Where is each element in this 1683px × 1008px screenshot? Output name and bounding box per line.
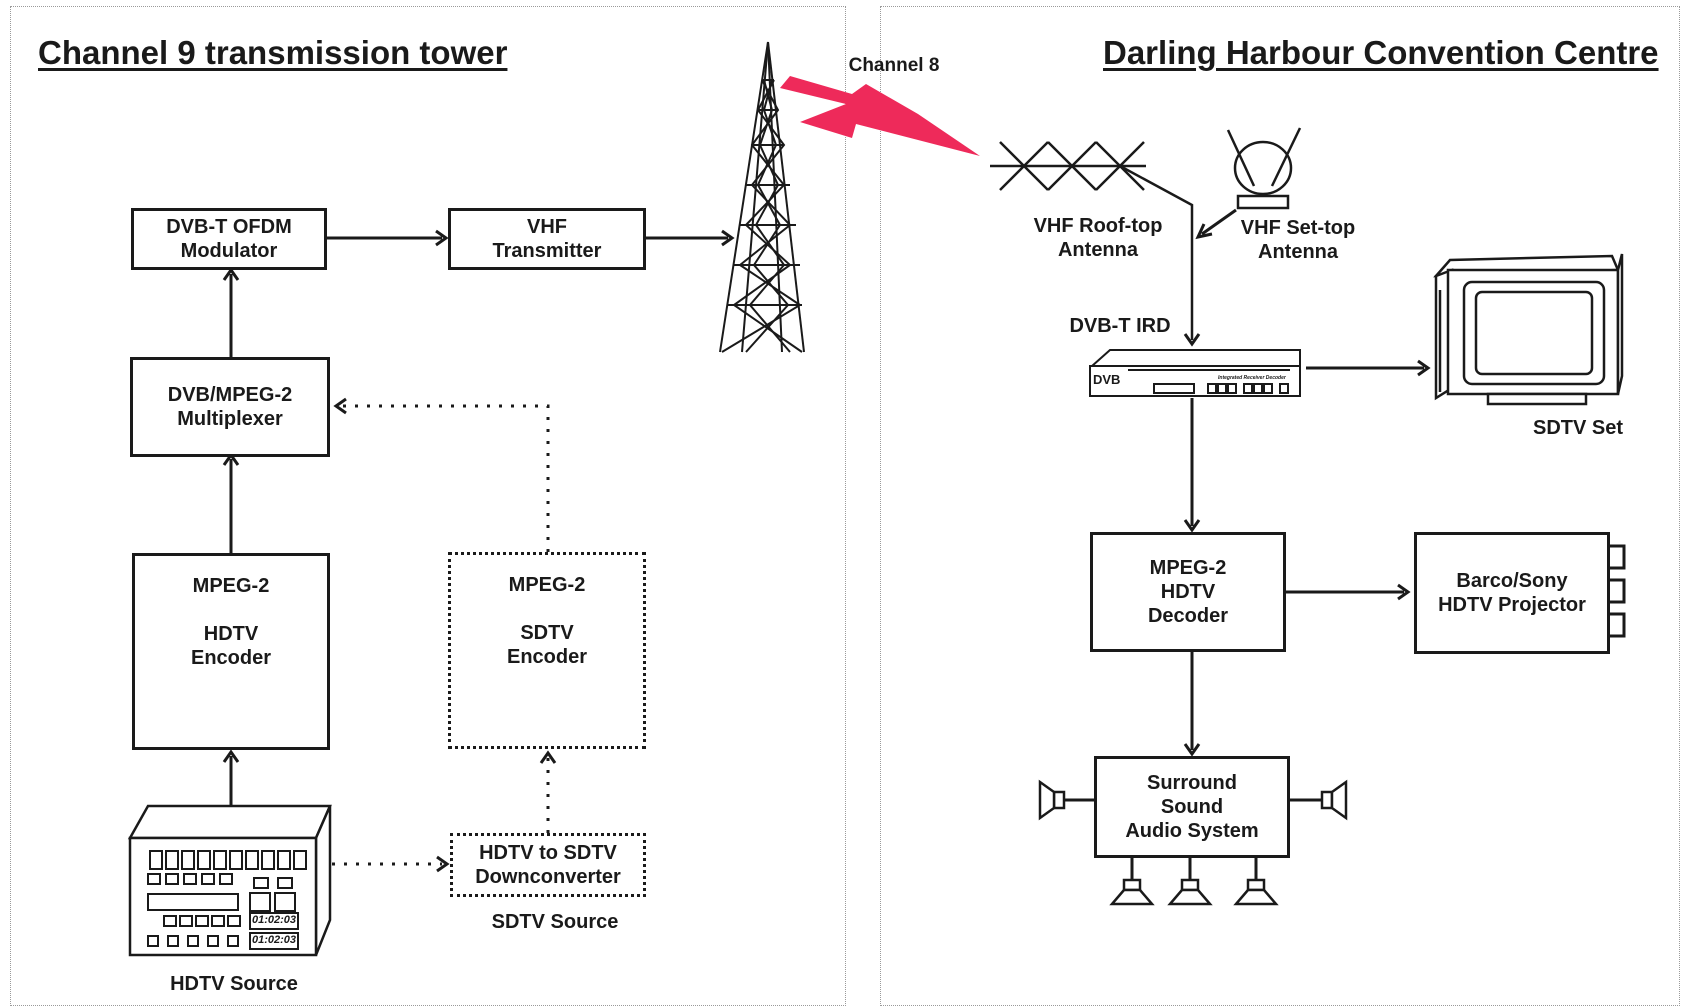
- settop-antenna-label: VHF Set-top Antenna: [1240, 217, 1356, 263]
- hdtv-decoder-box: MPEG-2 HDTV Decoder: [1090, 532, 1286, 652]
- right-panel-title: Darling Harbour Convention Centre: [1103, 34, 1659, 71]
- hdtv-encoder-box: MPEG-2 HDTV Encoder: [132, 553, 330, 750]
- hdtv-source-label: HDTV Source: [170, 973, 298, 995]
- left-panel: [10, 6, 846, 1006]
- downconverter-box: HDTV to SDTV Downconverter: [450, 833, 646, 897]
- channel-label: Channel 8: [848, 55, 940, 76]
- right-panel: [880, 6, 1680, 1006]
- surround-sound-box: Surround Sound Audio System: [1094, 756, 1290, 858]
- sdtv-encoder-box: MPEG-2 SDTV Encoder: [448, 552, 646, 749]
- sdtv-set-label: SDTV Set: [1532, 417, 1624, 439]
- sdtv-source-label: SDTV Source: [491, 911, 619, 933]
- ofdm-modulator-box: DVB-T OFDM Modulator: [131, 208, 327, 270]
- vhf-transmitter-box: VHF Transmitter: [448, 208, 646, 270]
- hdtv-projector-box: Barco/Sony HDTV Projector: [1414, 532, 1610, 654]
- rooftop-antenna-label: VHF Roof-top Antenna: [1033, 215, 1163, 261]
- vtr-timecode-2: 01:02:03: [251, 934, 297, 946]
- vtr-timecode-1: 01:02:03: [251, 914, 297, 926]
- left-panel-title: Channel 9 transmission tower: [38, 34, 508, 71]
- ird-label: DVB-T IRD: [1069, 315, 1171, 337]
- multiplexer-box: DVB/MPEG-2 Multiplexer: [130, 357, 330, 457]
